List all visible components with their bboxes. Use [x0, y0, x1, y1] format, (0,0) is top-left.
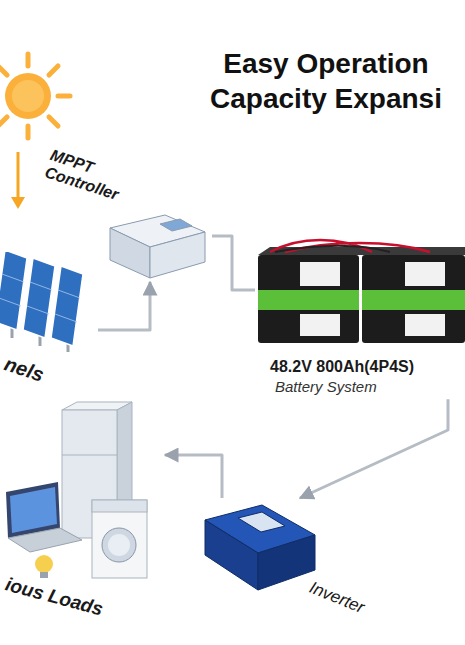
battery-band	[258, 290, 359, 310]
panel-grid	[0, 274, 80, 322]
component-node: nels	[0, 240, 98, 391]
controller-front	[110, 228, 150, 278]
component-label: 48.2V 800Ah(4P4S)	[270, 358, 414, 376]
sun-disc	[5, 73, 51, 119]
component-label: Inverter	[306, 578, 367, 618]
grid-line	[27, 306, 49, 314]
laptop-base	[8, 528, 82, 552]
sun-rays	[0, 54, 70, 138]
power-connector	[165, 455, 222, 498]
laptop-display	[10, 487, 57, 533]
power-connector	[300, 399, 448, 498]
battery-label-plate	[405, 262, 445, 286]
battery-pack	[258, 240, 465, 343]
sunlight-arrowhead	[11, 197, 25, 209]
loads	[6, 402, 147, 578]
sun-ray	[26, 126, 31, 138]
component-node: MPPT Controller	[40, 156, 212, 282]
sun-core	[12, 80, 44, 112]
fridge-divider	[62, 455, 117, 456]
bulb-base	[40, 572, 48, 578]
inverter-side	[258, 535, 315, 590]
component-label: ious Loads	[3, 573, 106, 620]
washer-panel	[92, 500, 147, 512]
grid-line	[58, 290, 80, 298]
component-label: MPPT Controller	[42, 146, 131, 206]
battery	[362, 255, 465, 343]
solar-panel	[0, 250, 27, 330]
component-label: Battery System	[275, 378, 377, 395]
washer	[92, 500, 147, 578]
sunlight-arrow	[17, 152, 20, 198]
sun-ray	[49, 117, 58, 126]
battery-cable	[270, 240, 430, 252]
inverter-panel	[238, 512, 285, 532]
solar-panel	[23, 258, 55, 338]
sun-ray	[0, 117, 7, 126]
grid-line	[30, 282, 52, 290]
power-connector	[98, 282, 150, 330]
grid-line	[55, 314, 77, 322]
battery	[258, 255, 359, 343]
washer-door	[102, 528, 136, 562]
battery-label-plate	[300, 314, 340, 336]
light-bulb	[35, 555, 53, 573]
inverter-front	[205, 520, 258, 590]
component-node: Inverter	[198, 498, 371, 622]
title: Easy Operation Capacity Expansi	[190, 46, 462, 116]
sun-ray	[26, 54, 31, 66]
component-node: 48.2V 800Ah(4P4S) Battery System	[255, 246, 465, 399]
mppt-controller	[110, 215, 205, 278]
solar-panels	[0, 250, 83, 352]
battery-label-plate	[300, 262, 340, 286]
component-label: nels	[1, 352, 46, 386]
grid-line	[0, 298, 21, 306]
battery-cable	[275, 246, 390, 252]
power-connector	[212, 236, 255, 290]
component-node: ious Loads	[0, 400, 165, 625]
solar-panel	[51, 266, 83, 346]
sun-ray	[0, 66, 7, 75]
grid-line	[2, 274, 24, 282]
battery-band	[362, 290, 465, 310]
sun-ray	[58, 94, 70, 99]
battery-label-plate	[405, 314, 445, 336]
washer-glass	[108, 534, 130, 556]
inverter	[205, 505, 315, 590]
controller-screen	[160, 219, 192, 231]
controller-side	[150, 232, 205, 278]
sun-ray	[49, 66, 58, 75]
